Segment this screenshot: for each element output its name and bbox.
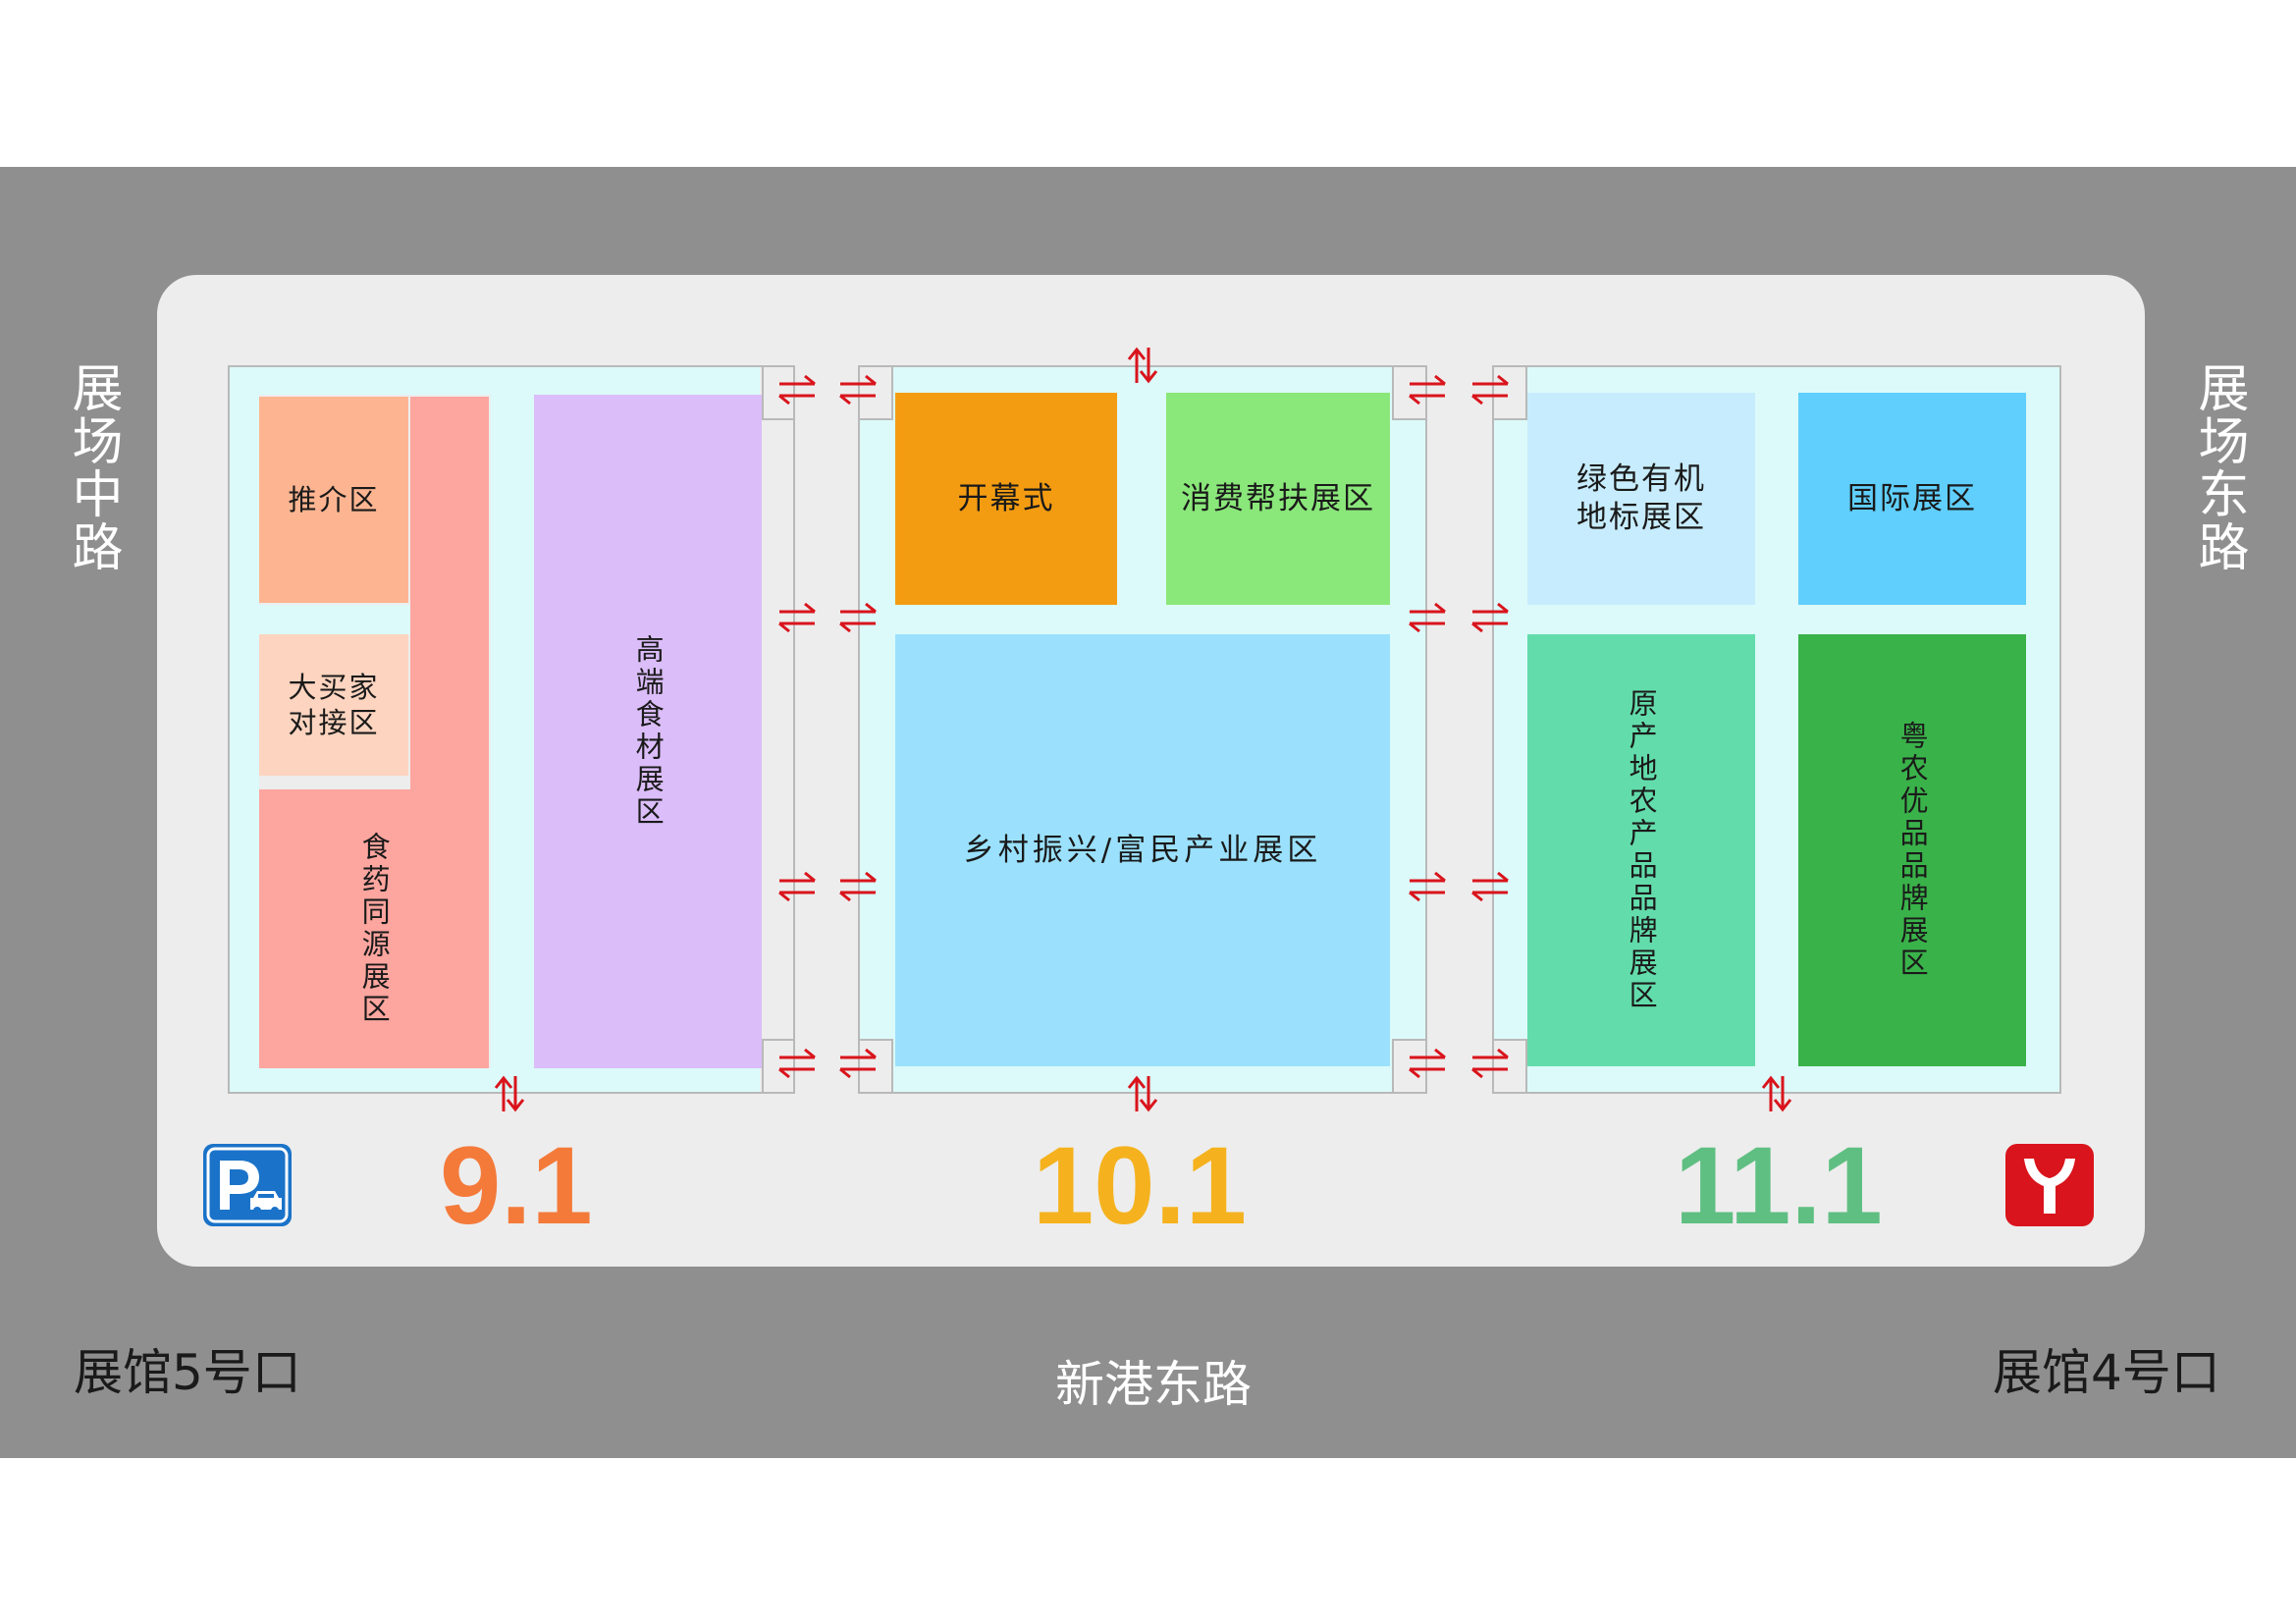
road-label-west: 展场中路	[63, 361, 122, 573]
zone-opening-ceremony: 开幕式	[895, 393, 1117, 605]
hall-9-outline	[228, 365, 795, 1094]
hall-number-10: 10.1	[1033, 1124, 1247, 1247]
passage-arrow-icon	[1470, 602, 1510, 633]
passage-arrow-icon	[838, 1048, 878, 1079]
hall-door	[858, 365, 893, 420]
metro-icon	[2005, 1144, 2094, 1226]
aisle	[1390, 367, 1425, 1092]
zone-consumption-aid: 消费帮扶展区	[1166, 393, 1390, 605]
hall-11-outline	[1492, 365, 2061, 1094]
entrance-arrow-icon	[494, 1074, 525, 1113]
aisle	[1117, 367, 1166, 605]
zone-food-medicine: 食药同源展区	[259, 789, 489, 1068]
road-label-east: 展场东路	[2189, 361, 2248, 573]
zone-buyer-matching: 大买家 对接区	[259, 634, 408, 776]
zone-food-medicine-strip	[410, 397, 489, 789]
passage-arrow-icon	[838, 374, 878, 406]
passage-arrow-icon	[1408, 1048, 1447, 1079]
hall-door	[858, 1039, 893, 1094]
aisle	[860, 367, 895, 1092]
passage-arrow-icon	[777, 1048, 817, 1079]
zone-promo: 推介区	[259, 397, 408, 603]
hall-number-11: 11.1	[1675, 1124, 1883, 1247]
passage-arrow-icon	[1470, 871, 1510, 902]
hall-door	[1392, 365, 1427, 420]
zone-guangdong-brands: 粤农优品品牌展区	[1798, 634, 2026, 1066]
zone-premium-food: 高端食材展区	[534, 395, 762, 1068]
passage-arrow-icon	[777, 374, 817, 406]
passage-arrow-icon	[777, 871, 817, 902]
passage-arrow-icon	[1408, 602, 1447, 633]
aisle	[860, 605, 1425, 634]
aisle	[1755, 367, 1798, 1092]
aisle	[1494, 367, 1527, 1092]
aisle	[230, 367, 259, 1092]
gate-label-4: 展馆4号口	[1993, 1344, 2220, 1401]
zone-green-organic: 绿色有机 地标展区	[1527, 393, 1755, 605]
entrance-arrow-icon	[1127, 346, 1158, 385]
passage-arrow-icon	[1408, 871, 1447, 902]
zone-origin-brands: 原产地农产品品牌展区	[1527, 634, 1755, 1066]
parking-icon	[203, 1144, 292, 1226]
gate-label-5: 展馆5号口	[74, 1344, 301, 1401]
road-label-south: 新港东路	[1055, 1356, 1252, 1413]
passage-arrow-icon	[838, 602, 878, 633]
aisle	[491, 367, 534, 1092]
entrance-arrow-icon	[1761, 1074, 1792, 1113]
hall-door	[762, 1039, 795, 1094]
hall-10-outline	[858, 365, 1427, 1094]
hall-number-9: 9.1	[440, 1124, 593, 1247]
passage-arrow-icon	[1470, 374, 1510, 406]
aisle	[230, 605, 426, 634]
passage-arrow-icon	[777, 602, 817, 633]
hall-door	[1392, 1039, 1427, 1094]
passage-arrow-icon	[1470, 1048, 1510, 1079]
zone-rural-revitalization: 乡村振兴/富民产业展区	[895, 634, 1390, 1066]
passage-arrow-icon	[838, 871, 878, 902]
aisle	[2026, 367, 2059, 1092]
entrance-arrow-icon	[1127, 1074, 1158, 1113]
zone-international: 国际展区	[1798, 393, 2026, 605]
hall-door	[762, 365, 795, 420]
hall-door	[1492, 365, 1527, 420]
passage-arrow-icon	[1408, 374, 1447, 406]
hall-door	[1492, 1039, 1527, 1094]
